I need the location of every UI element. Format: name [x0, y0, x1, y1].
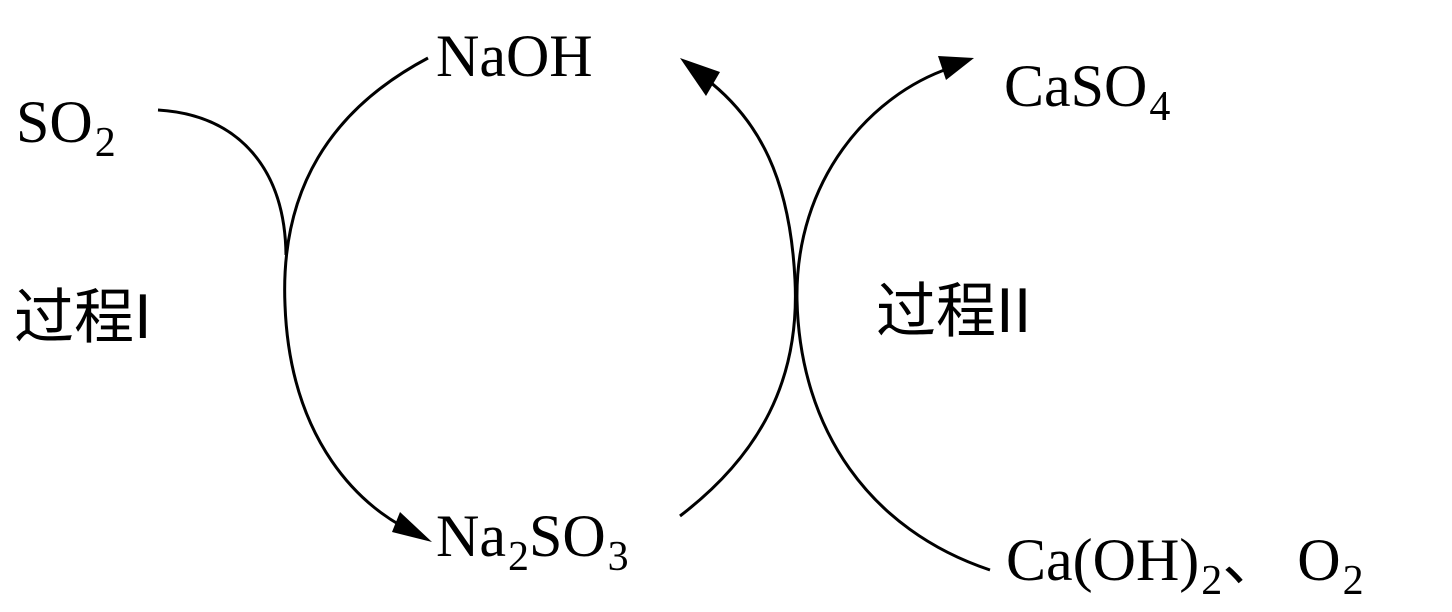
na2so3-label: Na2SO3	[436, 503, 629, 578]
so2-feed-curve	[157, 108, 288, 256]
na2so3-sub2: 3	[607, 534, 629, 580]
caoh2-sub1: 2	[1201, 558, 1223, 604]
caoh2-o2-label: Ca(OH)2、 O2	[1006, 527, 1364, 602]
na2so3-to-naoh-arc	[679, 76, 797, 518]
so2-subscript: 2	[94, 120, 116, 166]
so2-base: SO	[16, 89, 93, 155]
caoh2-part2: 、 O	[1222, 527, 1341, 593]
so2-label: SO2	[16, 89, 116, 164]
process-two-label: 过程II	[876, 277, 1032, 347]
caso4-base: CaSO	[1004, 53, 1148, 119]
naoh-label: NaOH	[436, 23, 593, 89]
na2so3-sub1: 2	[507, 534, 529, 580]
na2so3-part2: SO	[528, 503, 606, 569]
arrow-head-caso4	[938, 56, 974, 80]
caoh2-sub2: 2	[1342, 558, 1364, 604]
arrow-head-naoh	[680, 58, 720, 96]
caso4-label: CaSO4	[1004, 53, 1170, 128]
caso4-subscript: 4	[1149, 84, 1171, 130]
process-one-label: 过程I	[14, 283, 152, 353]
caoh2-to-caso4-arc	[795, 66, 991, 572]
na2so3-part1: Na	[436, 503, 506, 569]
arrow-head-na2so3	[392, 512, 432, 542]
caoh2-part1: Ca(OH)	[1006, 527, 1200, 593]
naoh-to-na2so3-arc	[283, 56, 429, 537]
